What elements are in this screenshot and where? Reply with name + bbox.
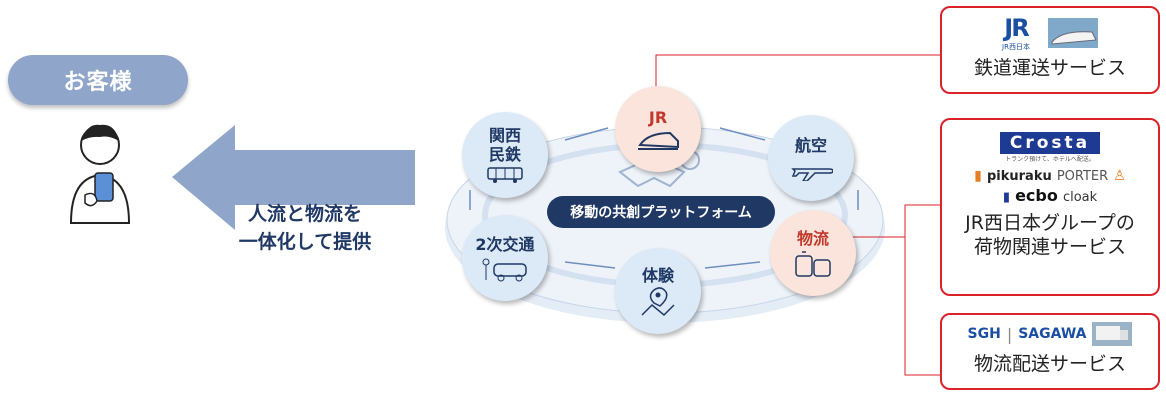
crosta-logo: Crosta bbox=[999, 132, 1101, 154]
luggage-icon bbox=[795, 250, 831, 277]
delivery-truck-image bbox=[1092, 322, 1133, 346]
jr-west-logo-sub: JR西日本 bbox=[1002, 43, 1030, 51]
node-secondary-label: 2次交通 bbox=[475, 234, 535, 254]
train-car-icon bbox=[487, 167, 523, 183]
node-air: 航空 bbox=[768, 115, 854, 201]
map-pin-icon bbox=[641, 286, 675, 316]
ecbo-logo: ecbo bbox=[1015, 186, 1058, 205]
taxi-icon bbox=[482, 258, 527, 281]
node-logistics-label: 物流 bbox=[796, 228, 829, 248]
node-jr-label: JR bbox=[648, 107, 668, 127]
shinkansen-image bbox=[1047, 18, 1098, 48]
platform-label: 移動の共創プラットフォーム bbox=[547, 196, 775, 228]
flow-caption: 人流と物流を 一体化して提供 bbox=[220, 200, 390, 256]
node-experience-label: 体験 bbox=[641, 265, 674, 285]
porter-person-icon: ♙ bbox=[1113, 168, 1126, 184]
logo-divider: | bbox=[1006, 324, 1013, 344]
pikuraku-logo: pikuraku bbox=[986, 169, 1052, 184]
caption-line-2: 一体化して提供 bbox=[238, 231, 372, 253]
node-secondary-transport: 2次交通 bbox=[462, 215, 548, 301]
node-kansai-line-2: 民鉄 bbox=[488, 145, 521, 164]
crosta-tagline: トランク預けて、ホテルへ配送。 bbox=[1005, 156, 1095, 163]
bullet-train-icon bbox=[638, 131, 679, 150]
flow-arrow bbox=[172, 125, 415, 230]
customer-badge: お客様 bbox=[8, 55, 188, 105]
delivery-service-label: 物流配送サービス bbox=[973, 353, 1126, 375]
node-kansai-railway: 関西 民鉄 bbox=[462, 112, 548, 198]
sagawa-logo: SAGAWA bbox=[1018, 326, 1087, 342]
jr-west-logo: JR bbox=[1004, 14, 1029, 42]
cloak-logo: cloak bbox=[1062, 190, 1098, 205]
porter-logo: PORTER bbox=[1056, 169, 1109, 184]
shopping-bag-icon: ▮ bbox=[974, 168, 982, 184]
service-luggage: Crosta トランク預けて、ホテルへ配送。 ▮ pikuraku PORTER… bbox=[940, 118, 1160, 296]
service-delivery: SGH | SAGAWA 物流配送サービス bbox=[940, 313, 1160, 390]
sgh-logo: SGH bbox=[967, 326, 1001, 342]
node-kansai-line-1: 関西 bbox=[488, 126, 521, 145]
rail-service-label: 鉄道運送サービス bbox=[973, 57, 1126, 79]
node-logistics: 物流 bbox=[770, 210, 856, 296]
node-jr: JR bbox=[615, 86, 701, 172]
service-connectors bbox=[655, 54, 940, 376]
node-air-label: 航空 bbox=[794, 135, 827, 155]
airplane-icon bbox=[791, 167, 833, 181]
node-links bbox=[469, 127, 859, 269]
luggage-service-label-1: JR西日本グループの bbox=[965, 212, 1135, 234]
caption-line-1: 人流と物流を bbox=[247, 203, 362, 225]
luggage-service-label-2: 荷物関連サービス bbox=[973, 236, 1126, 258]
suitcase-icon: ▮ bbox=[1002, 190, 1010, 205]
service-rail: JR JR西日本 鉄道運送サービス bbox=[940, 6, 1160, 94]
node-experience: 体験 bbox=[615, 248, 701, 334]
customer-person-icon bbox=[69, 124, 131, 224]
